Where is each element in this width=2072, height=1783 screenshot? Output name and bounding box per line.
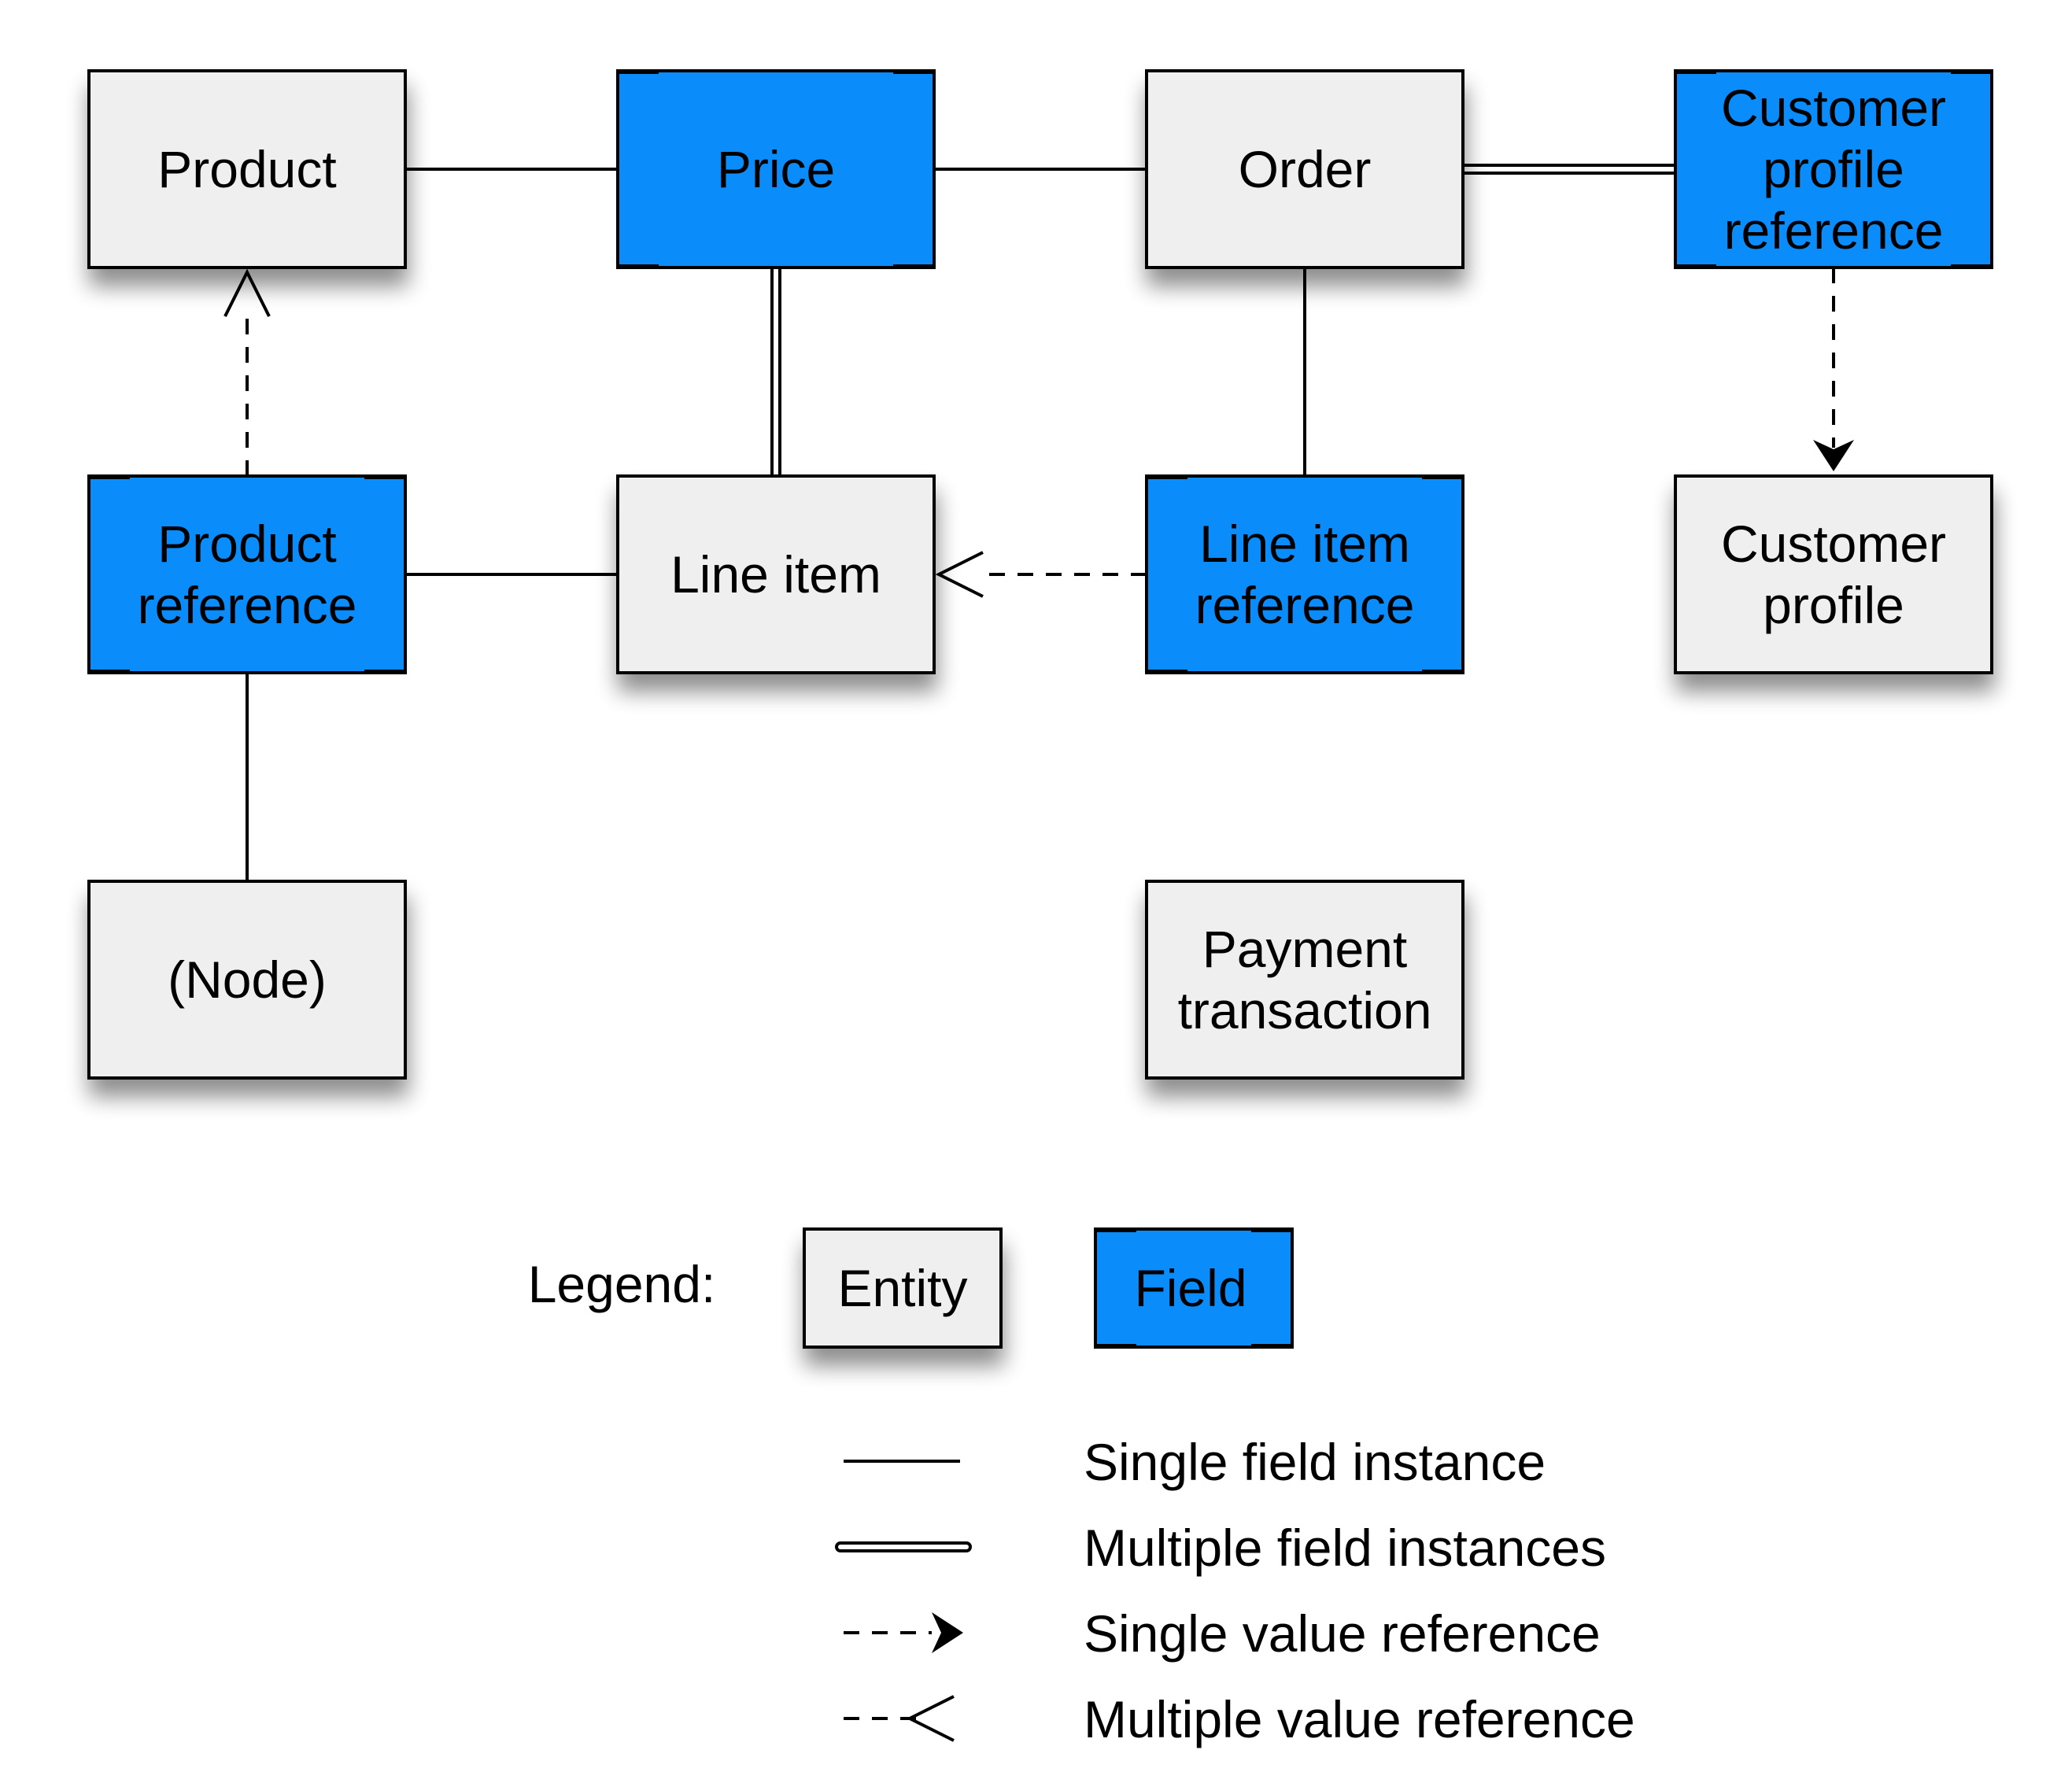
product-reference-field-corner-marks — [89, 474, 405, 674]
legend-item-label: Multiple field instances — [1084, 1519, 1606, 1577]
legend-entity-sample: Entity — [803, 1227, 1003, 1349]
product-reference-field-box — [87, 474, 407, 674]
price-field-label-line-1: Price — [717, 140, 835, 198]
legend-item-label: Single field instance — [1084, 1433, 1546, 1491]
price-field-corner-marks — [618, 69, 934, 269]
customer-profile-reference-field-corner-marks — [1675, 69, 1992, 269]
legend-field-corner-marks — [1095, 1227, 1292, 1349]
customer-profile-entity-box — [1674, 474, 1993, 674]
connections-layer — [223, 164, 1854, 881]
legend-item-single-value-reference: Single value reference — [844, 1604, 1601, 1663]
line-item-entity-label-line-1: Line item — [670, 545, 881, 604]
order-entity[interactable]: Order — [1145, 69, 1464, 269]
legend-item-multiple-field-instances: Multiple field instances — [835, 1519, 1606, 1577]
customer-profile-reference-field-label-line-1: Customer — [1721, 79, 1946, 137]
legend-single-value-arrowhead — [932, 1612, 963, 1653]
line-item-reference-field-corner-marks — [1147, 474, 1463, 674]
line-item-reference-field-box — [1145, 474, 1464, 674]
customer-profile-entity-label-line-1: Customer — [1721, 515, 1946, 573]
product-entity-label-line-1: Product — [157, 140, 336, 198]
customer-profile-reference-field-label-line-2: profile — [1763, 140, 1904, 198]
legend-multiple-value-arrowhead — [906, 1695, 955, 1742]
payment-transaction-entity-label-line-1: Payment — [1202, 920, 1407, 978]
order-entity-label-line-1: Order — [1239, 140, 1372, 198]
price-field-box — [616, 69, 936, 269]
product-entity[interactable]: Product — [87, 69, 407, 269]
product-entity-box — [87, 69, 407, 269]
legend-field-sample: Field — [1094, 1227, 1294, 1349]
product-reference-field-label-line-1: Product — [157, 515, 336, 573]
legend-field-box — [1094, 1227, 1294, 1349]
connection-customer-profile-reference-to-customer-profile-arrowhead — [1813, 440, 1854, 471]
customer-profile-reference-field-label-line-3: reference — [1724, 201, 1944, 260]
legend-item-label: Multiple value reference — [1084, 1690, 1635, 1748]
price-field[interactable]: Price — [616, 69, 936, 269]
line-item-reference-field-label-line-1: Line item — [1199, 515, 1410, 573]
product-reference-field-label-line-2: reference — [138, 576, 357, 634]
line-item-entity-box — [616, 474, 936, 674]
line-item-reference-field-label-line-2: reference — [1195, 576, 1415, 634]
line-item-entity[interactable]: Line item — [616, 474, 936, 674]
customer-profile-entity-label-line-2: profile — [1763, 576, 1904, 634]
payment-transaction-entity-box — [1145, 880, 1464, 1080]
node-entity-label-line-1: (Node) — [168, 951, 327, 1009]
legend-entity-box — [803, 1227, 1003, 1349]
connection-line-item-reference-to-line-item-arrowhead — [935, 551, 984, 598]
legend-field-label: Field — [1134, 1259, 1247, 1317]
connection-product-reference-to-product-arrowhead — [223, 268, 271, 317]
legend-title: Legend: — [528, 1255, 716, 1313]
legend-entity-label: Entity — [837, 1259, 967, 1317]
payment-transaction-entity-label-line-2: transaction — [1178, 981, 1432, 1039]
node-entity[interactable]: (Node) — [87, 880, 407, 1080]
legend-item-label: Single value reference — [1084, 1604, 1601, 1663]
legend-item-single-field-instance: Single field instance — [844, 1433, 1546, 1491]
legend-item-multiple-value-reference: Multiple value reference — [844, 1690, 1635, 1748]
customer-profile-reference-field-box — [1674, 69, 1993, 269]
order-entity-box — [1145, 69, 1464, 269]
node-entity-box — [87, 880, 407, 1080]
